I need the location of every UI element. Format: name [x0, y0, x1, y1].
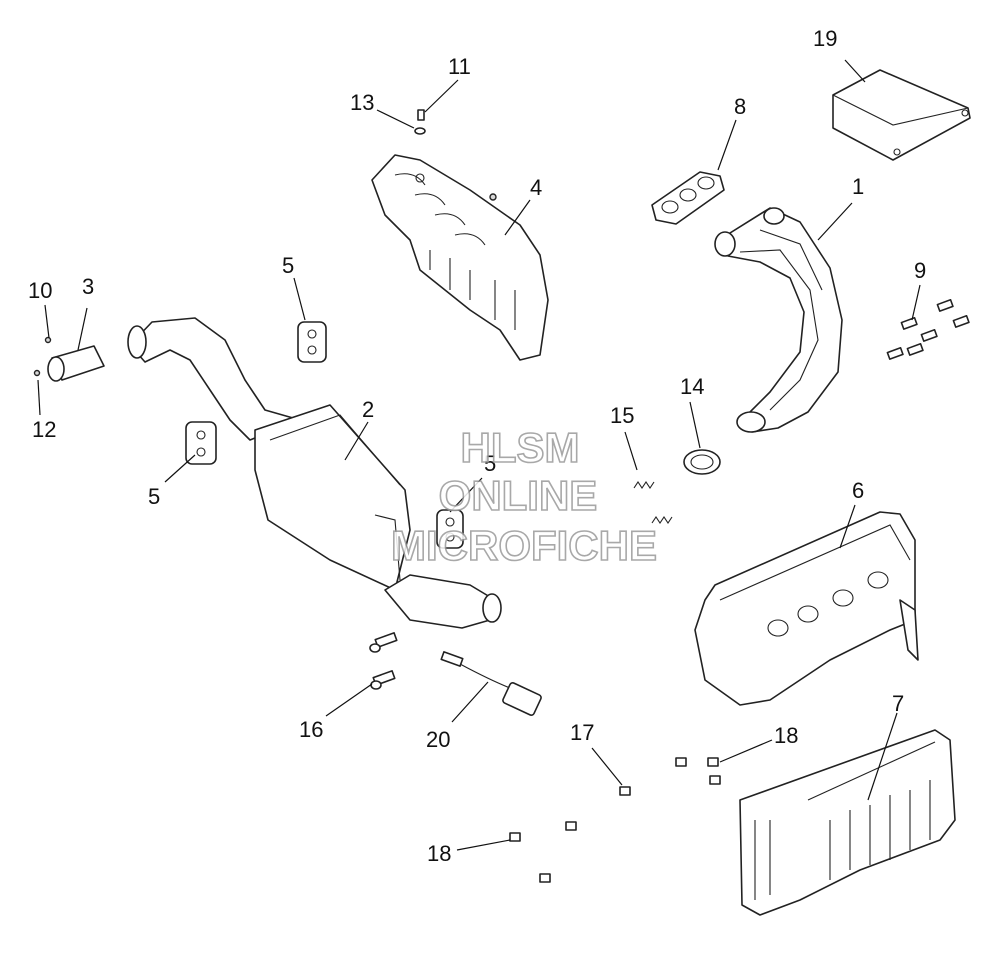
- callout-15: 15: [610, 403, 634, 428]
- callout-6: 6: [852, 478, 864, 503]
- callout-3: 3: [82, 274, 94, 299]
- callout-16: 16: [299, 717, 323, 742]
- leader-lines: [37, 59, 921, 851]
- callout-20: 20: [426, 727, 450, 752]
- part-1-exhaust-header: [714, 207, 843, 433]
- callout-19: 19: [813, 26, 837, 51]
- callout-numbers: 1 2 3 4 5 5 5 6 7 8 9 10 11 12 13 14 15 …: [28, 26, 926, 866]
- callout-13: 13: [350, 90, 374, 115]
- part-17-18-screws: [509, 757, 721, 883]
- callout-7: 7: [892, 691, 904, 716]
- callout-5-upper: 5: [282, 253, 294, 278]
- part-7-muffler-heat-shield: [739, 729, 956, 916]
- callout-14: 14: [680, 374, 704, 399]
- part-3-tailpipe-tip: [33, 336, 105, 382]
- callout-5-center: 5: [484, 451, 496, 476]
- callout-12: 12: [32, 417, 56, 442]
- part-5-hanger-left: [185, 421, 217, 465]
- part-20-o2-sensor: [440, 651, 542, 716]
- part-8-gasket: [651, 171, 725, 225]
- part-11-13-bolt-washer: [414, 109, 426, 135]
- part-19-shield-plate: [832, 69, 971, 161]
- callout-11: 11: [448, 54, 471, 79]
- part-2-muffler: [127, 317, 502, 629]
- part-16-bolts: [369, 632, 398, 690]
- part-5-hanger-center: [436, 509, 464, 549]
- callout-4: 4: [530, 175, 542, 200]
- part-5-hanger-upper: [297, 321, 327, 363]
- callout-10: 10: [28, 278, 52, 303]
- watermark-line-1: HLSM: [461, 424, 580, 471]
- callout-1: 1: [852, 174, 864, 199]
- watermark-line-2: ONLINE: [439, 472, 598, 519]
- callout-18-right: 18: [774, 723, 798, 748]
- callout-2: 2: [362, 397, 374, 422]
- part-9-bolts: [886, 298, 970, 360]
- part-6-lower-heat-shield: [694, 511, 919, 706]
- watermark-line-3: MICROFICHE: [391, 522, 657, 569]
- part-14-clamp-ring: [683, 449, 721, 475]
- callout-5-left: 5: [148, 484, 160, 509]
- part-15-springs: [633, 481, 673, 524]
- callout-9: 9: [914, 258, 926, 283]
- callout-8: 8: [734, 94, 746, 119]
- callout-18-left: 18: [427, 841, 451, 866]
- part-4-manifold-heat-shield: [371, 154, 549, 361]
- watermark: HLSM ONLINE MICROFICHE: [390, 423, 658, 570]
- callout-17: 17: [570, 720, 594, 745]
